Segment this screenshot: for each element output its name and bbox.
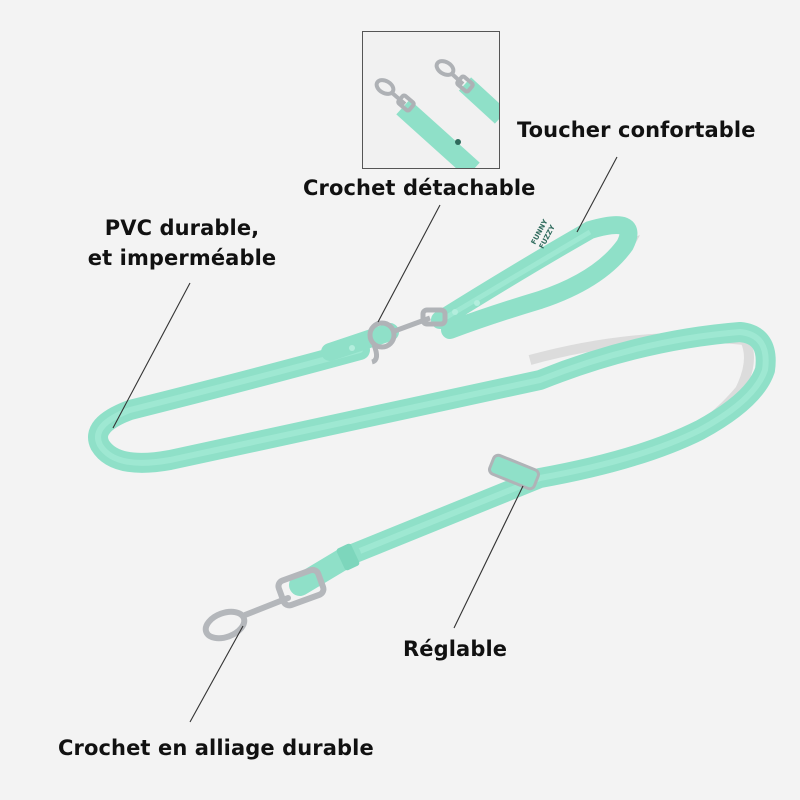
callout-alloy-hook: Crochet en alliage durable xyxy=(58,736,374,760)
callout-lines xyxy=(112,156,618,723)
callout-pvc-line1: PVC durable, xyxy=(104,216,260,240)
detachable-hook xyxy=(367,307,448,365)
callout-adjustable: Réglable xyxy=(403,637,508,661)
callout-pvc: PVC durable, et imperméable xyxy=(72,213,292,273)
adjuster-slider xyxy=(488,453,540,491)
inset-hooks-illustration xyxy=(374,59,499,168)
callout-detachable-hook: Crochet détachable xyxy=(303,176,536,200)
inset-closeup xyxy=(362,31,500,169)
alloy-hook xyxy=(202,566,327,642)
callout-pvc-line2: et imperméable xyxy=(87,246,277,270)
callout-comfortable-touch: Toucher confortable xyxy=(517,118,756,142)
